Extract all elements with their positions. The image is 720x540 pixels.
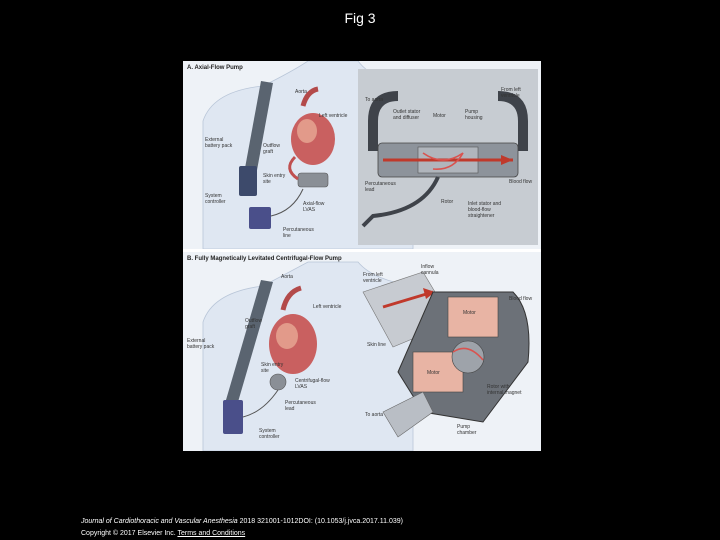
journal-name: Journal of Cardiothoracic and Vascular A…: [81, 518, 238, 525]
figure: A. Axial-Flow Pump Aorta Left ventricle …: [183, 61, 541, 451]
panel-axial-flow-pump: A. Axial-Flow Pump Aorta Left ventricle …: [183, 61, 541, 249]
label-skin-entry-site: Skin entry site: [261, 362, 284, 374]
centrifugal-pump-illustration: [183, 252, 541, 451]
copyright-text: Copyright © 2017 Elsevier Inc.: [81, 530, 178, 537]
label-motor-top: Motor: [463, 310, 476, 316]
panel-a-heading: A. Axial-Flow Pump: [187, 65, 243, 71]
label-outflow-graft: Outflow graft: [245, 318, 262, 330]
label-percutaneous-lead: Percutaneous lead: [285, 400, 316, 412]
panel-centrifugal-flow-pump: B. Fully Magnetically Levitated Centrifu…: [183, 252, 541, 451]
label-external-battery-pack: External battery pack: [187, 338, 215, 350]
citation-text: 2018 321001-1012DOI: (10.1053/j.jvca.201…: [237, 518, 403, 525]
label-skin-line: Skin line: [367, 342, 386, 348]
label-aorta: Aorta: [295, 89, 307, 95]
label-axial-flow-lvas: Axial-flow LVAS: [303, 201, 325, 213]
label-from-left-ventricle: From left ventricle: [501, 87, 521, 99]
label-left-ventricle: Left ventricle: [313, 304, 342, 310]
label-blood-flow: Blood flow: [509, 179, 533, 185]
label-motor: Motor: [433, 113, 446, 119]
label-pump-chamber: Pump chamber: [457, 424, 477, 436]
label-from-left-ventricle: From left ventricle: [363, 272, 383, 284]
label-to-aorta: To aorta: [365, 412, 384, 418]
label-inflow-cannula: Inflow cannula: [421, 264, 439, 276]
axial-pump-illustration: [183, 61, 541, 249]
page-title: Fig 3: [344, 10, 376, 26]
label-external-battery-pack: External battery pack: [205, 137, 233, 149]
citation-line: Journal of Cardiothoracic and Vascular A…: [81, 516, 403, 528]
label-rotor: Rotor: [441, 199, 454, 205]
label-outflow-graft: Outflow graft: [263, 143, 280, 155]
label-pump-housing: Pump housing: [465, 109, 483, 121]
label-left-ventricle: Left ventricle: [319, 113, 348, 119]
label-motor-bottom: Motor: [427, 370, 440, 376]
label-system-controller: System controller: [205, 193, 226, 205]
copyright-line: Copyright © 2017 Elsevier Inc. Terms and…: [81, 528, 403, 540]
label-to-aorta: To aorta: [365, 97, 384, 103]
label-system-controller: System controller: [259, 428, 280, 440]
label-centrifugal-flow-lvas: Centrifugal-flow LVAS: [295, 378, 330, 390]
label-aorta: Aorta: [281, 274, 293, 280]
label-percutaneous-lead: Percutaneous lead: [365, 181, 396, 193]
label-rotor-internal-magnet: Rotor with internal magnet: [487, 384, 522, 396]
label-inlet-stator: Inlet stator and blood-flow straightener: [468, 201, 502, 219]
terms-link[interactable]: Terms and Conditions: [177, 530, 246, 537]
label-skin-entry-site: Skin entry site: [263, 173, 286, 185]
footer: Journal of Cardiothoracic and Vascular A…: [81, 516, 403, 540]
label-outlet-stator: Outlet stator and diffuser: [393, 109, 421, 121]
label-percutaneous-line: Percutaneous line: [283, 227, 314, 239]
label-blood-flow: Blood flow: [509, 296, 533, 302]
panel-b-heading: B. Fully Magnetically Levitated Centrifu…: [187, 256, 342, 262]
